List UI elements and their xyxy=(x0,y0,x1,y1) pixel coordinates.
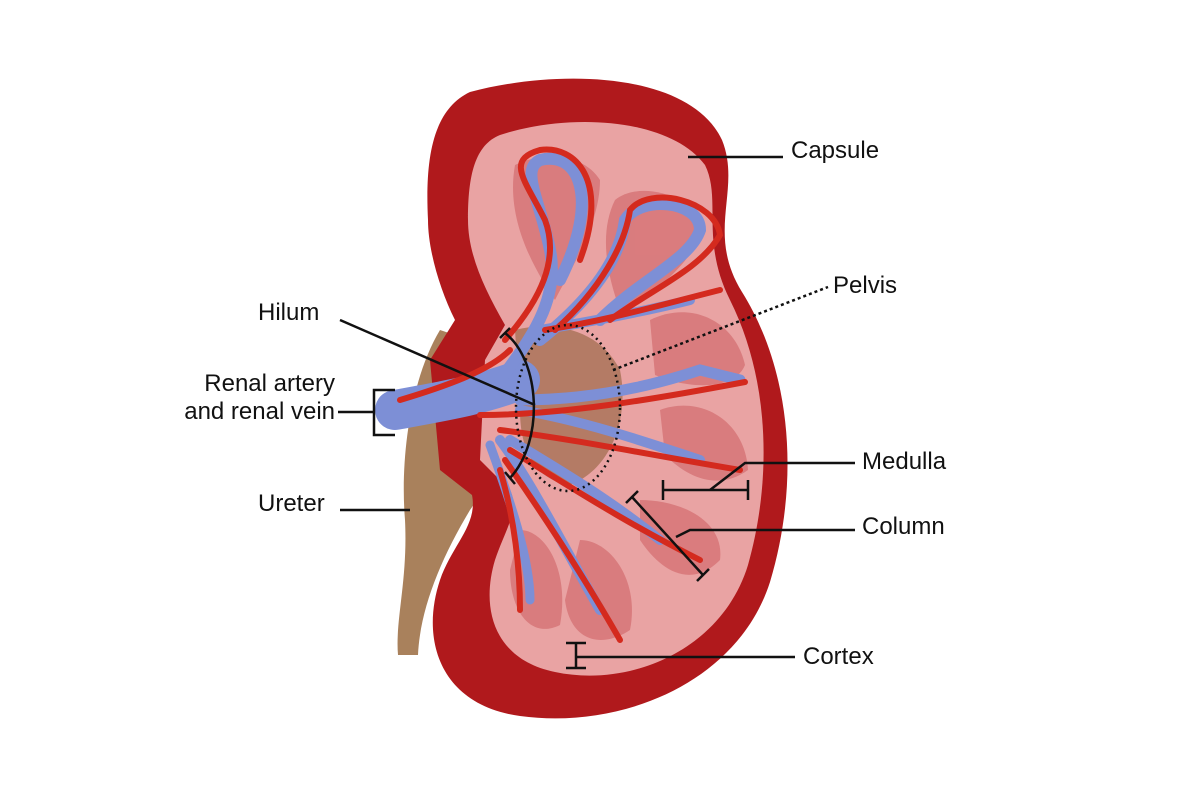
pelvis-outline xyxy=(514,323,622,493)
label-renal-vessels-line2: and renal vein xyxy=(184,398,335,425)
label-medulla: Medulla xyxy=(862,448,947,475)
label-ureter: Ureter xyxy=(258,490,325,517)
hilum-leader xyxy=(339,318,536,407)
medulla-bracket xyxy=(661,480,750,500)
label-renal-vessels: Renal artery and renal vein xyxy=(150,370,335,426)
label-hilum: Hilum xyxy=(258,299,320,326)
label-renal-vessels-line1: Renal artery xyxy=(204,370,335,397)
cortex-bracket xyxy=(566,641,586,670)
column-bracket xyxy=(625,490,710,582)
leader-lines xyxy=(338,155,855,670)
renal-arteries xyxy=(397,146,748,643)
column-leader xyxy=(675,528,855,539)
hilum-arc xyxy=(504,332,535,479)
label-pelvis: Pelvis xyxy=(833,272,898,299)
pelvis-leader xyxy=(612,285,829,372)
label-capsule: Capsule xyxy=(791,137,880,164)
label-cortex: Cortex xyxy=(803,643,874,670)
label-column: Column xyxy=(862,513,945,540)
medulla-leader xyxy=(709,461,855,491)
